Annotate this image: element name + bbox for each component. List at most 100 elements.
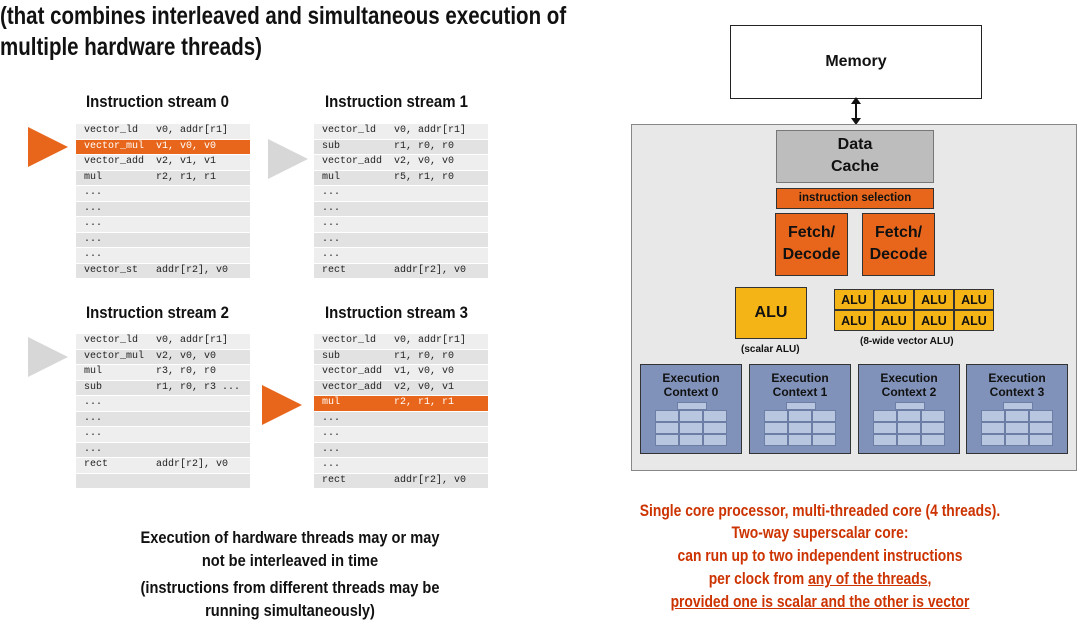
summary-line-2: Two-way superscalar core:	[731, 524, 909, 542]
instruction-operands: v2, v0, v1	[394, 381, 455, 393]
instruction-opcode: sub	[322, 350, 341, 362]
note-line-4: running simultaneously)	[205, 601, 375, 620]
instruction-opcode: ...	[322, 218, 341, 229]
vector-alu-cell: ALU	[874, 310, 914, 331]
instruction-opcode: ...	[322, 249, 341, 260]
note-line-1: Execution of hardware threads may or may	[140, 528, 440, 547]
fetch-decode-box-0: Fetch/ Decode	[775, 213, 848, 276]
vector-alu-cell: ALU	[954, 310, 994, 331]
instruction-row	[76, 473, 250, 489]
instruction-opcode: ...	[84, 397, 103, 408]
execution-context-1: Execution Context 1	[749, 364, 851, 454]
instruction-opcode: ...	[322, 459, 341, 470]
instruction-row: ...	[314, 232, 488, 248]
instruction-opcode: ...	[322, 187, 341, 198]
vector-alu-caption: (8-wide vector ALU)	[860, 336, 954, 347]
heading-line-1: (that combines interleaved and simultane…	[0, 2, 567, 30]
instruction-opcode: ...	[84, 187, 103, 198]
instruction-opcode: rect	[322, 264, 347, 276]
register-grid-icon	[655, 410, 727, 446]
instruction-operands: addr[r2], v0	[156, 264, 229, 276]
memory-label: Memory	[825, 53, 887, 70]
instruction-opcode: vector_add	[322, 381, 383, 393]
instruction-operands: addr[r2], v0	[394, 474, 467, 486]
instruction-row: rect addr[r2], v0	[314, 473, 488, 489]
context-label-2: Context 2	[881, 385, 937, 399]
instruction-operands: r2, r1, r1	[394, 397, 455, 408]
context-label-2: Context 3	[989, 385, 1045, 399]
instruction-operands: v0, addr[r1]	[156, 125, 229, 136]
execution-context-3: Execution Context 3	[966, 364, 1068, 454]
register-grid-icon	[764, 410, 836, 446]
instruction-operands: v0, addr[r1]	[394, 335, 467, 346]
instruction-operands: r1, r0, r3 ...	[156, 381, 241, 393]
context-label-1: Execution	[988, 371, 1046, 385]
context-label-2: Context 0	[663, 385, 719, 399]
instruction-operands: r3, r0, r0	[156, 366, 217, 377]
register-header-icon	[1003, 402, 1033, 410]
instruction-opcode: ...	[84, 428, 103, 439]
instruction-row: ...	[314, 427, 488, 443]
instruction-opcode: ...	[322, 428, 341, 439]
instruction-row: ...	[76, 442, 250, 458]
vector-alu-cell: ALU	[914, 289, 954, 310]
instruction-opcode: vector_add	[322, 366, 383, 377]
instruction-row: ...	[314, 458, 488, 474]
instruction-opcode: rect	[322, 474, 347, 486]
cache-label-1: Data	[837, 136, 873, 153]
execution-context-0: Execution Context 0	[640, 364, 742, 454]
instruction-operands: addr[r2], v0	[156, 459, 229, 470]
vector-alu-cell: ALU	[834, 310, 874, 331]
instruction-opcode: vector_ld	[322, 335, 377, 346]
note-line-3: (instructions from different threads may…	[140, 578, 440, 597]
instruction-row: ...	[76, 396, 250, 412]
instruction-row: vector_ld v0, addr[r1]	[314, 334, 488, 350]
instruction-opcode: ...	[322, 202, 341, 214]
vector-alu-grid: ALU ALU ALU ALU ALU ALU ALU ALU	[834, 289, 994, 331]
scalar-alu-label: ALU	[754, 304, 788, 321]
instruction-opcode: mul	[322, 397, 341, 408]
instruction-opcode: vector_st	[84, 264, 139, 276]
stream-0-active-arrow-icon	[28, 127, 68, 167]
summary-line-3: can run up to two independent instructio…	[677, 547, 963, 565]
instruction-opcode: vector_add	[84, 156, 145, 167]
decode-label: Decode	[869, 246, 928, 263]
stream-0-title: Instruction stream 0	[86, 92, 229, 111]
instruction-opcode: ...	[84, 218, 103, 229]
data-cache-box: Data Cache	[776, 130, 934, 183]
instruction-row: ...	[314, 186, 488, 202]
instruction-row: ...	[76, 427, 250, 443]
instruction-operands: v0, addr[r1]	[394, 125, 467, 136]
instruction-opcode: ...	[322, 443, 341, 455]
stream-1-idle-arrow-icon	[268, 139, 308, 179]
scalar-alu-caption: (scalar ALU)	[741, 344, 800, 355]
instruction-opcode: ...	[84, 249, 103, 260]
context-label-1: Execution	[662, 371, 720, 385]
fetch-label: Fetch/	[787, 224, 836, 241]
instruction-row: sub r1, r0, r0	[314, 349, 488, 365]
scalar-alu-box: ALU	[735, 287, 807, 339]
stream-2-title: Instruction stream 2	[86, 303, 229, 322]
memory-bus-arrow-icon	[851, 97, 861, 125]
instruction-row: mul r2, r1, r1	[314, 396, 488, 412]
instruction-row: vector_add v2, v0, v1	[314, 380, 488, 396]
note-line-2: not be interleaved in time	[201, 551, 379, 570]
memory-box: Memory	[730, 25, 982, 99]
instruction-opcode: sub	[84, 381, 103, 393]
instruction-row: ...	[76, 232, 250, 248]
summary-line-1: Single core processor, multi-threaded co…	[639, 502, 1001, 520]
register-header-icon	[895, 402, 925, 410]
instruction-operands: r1, r0, r0	[394, 350, 455, 362]
vector-alu-cell: ALU	[914, 310, 954, 331]
